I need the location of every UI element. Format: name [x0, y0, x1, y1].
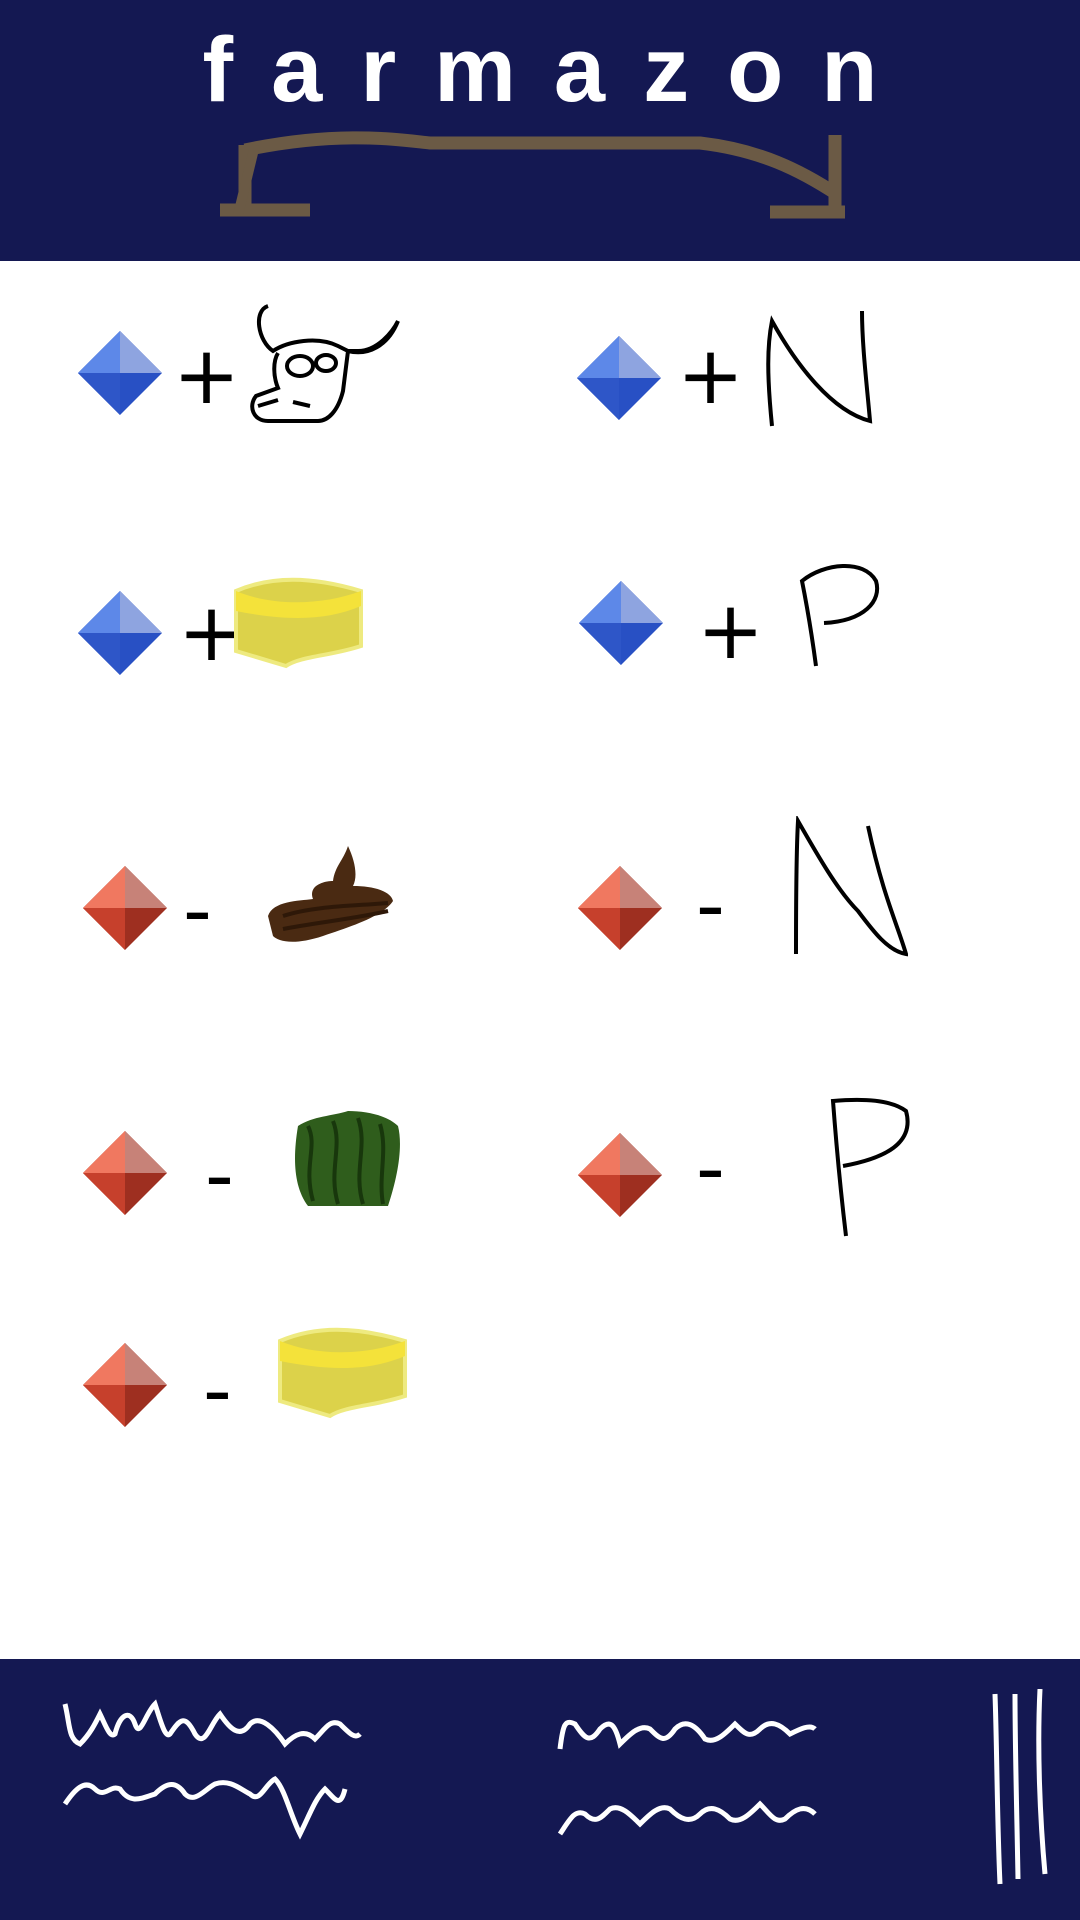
letter-n-icon — [794, 816, 908, 957]
red-gem-icon — [578, 1133, 662, 1217]
cow-head-icon — [250, 304, 400, 423]
minus-sign: - — [696, 859, 725, 952]
menu-lines-icon[interactable] — [985, 1689, 1055, 1889]
green-crop-icon — [295, 1111, 400, 1206]
grid-item-phosphorus-minus[interactable]: - — [578, 1097, 998, 1251]
minus-sign: - — [203, 1344, 232, 1437]
scribble-text-icon[interactable] — [60, 1694, 370, 1854]
scribble-text-icon[interactable] — [555, 1704, 825, 1849]
grid-item-yellow-block-minus[interactable]: - — [83, 1301, 503, 1451]
minus-sign: - — [183, 864, 212, 957]
yellow-block-icon — [234, 577, 363, 669]
grid-item-manure[interactable]: - — [83, 826, 503, 976]
blue-gem-icon — [78, 591, 162, 675]
blue-gem-icon — [579, 581, 663, 665]
plus-sign: + — [697, 584, 765, 677]
manure-pile-icon — [268, 846, 393, 942]
yellow-block-icon — [278, 1327, 407, 1419]
blue-gem-icon — [78, 331, 162, 415]
plus-sign: + — [677, 329, 745, 422]
grid-item-cow[interactable]: + — [78, 301, 498, 451]
plus-sign: + — [178, 586, 246, 679]
letter-p-icon — [799, 564, 880, 667]
grid-item-nitrogen-plus[interactable]: + — [577, 306, 997, 456]
letter-p-icon — [830, 1097, 910, 1237]
letter-n-icon — [766, 310, 873, 427]
footer-bar — [0, 1659, 1080, 1920]
grid-item-crop[interactable]: - — [83, 1091, 503, 1241]
minus-sign: - — [205, 1129, 234, 1222]
minus-sign: - — [696, 1122, 725, 1215]
grid-item-phosphorus-plus[interactable]: + — [579, 561, 999, 711]
red-gem-icon — [83, 1131, 167, 1215]
benefits-grid: + + - — [0, 261, 1080, 1659]
red-gem-icon — [83, 866, 167, 950]
red-gem-icon — [578, 866, 662, 950]
plus-sign: + — [173, 329, 241, 422]
header-bar: farmazon — [0, 0, 1080, 261]
blue-gem-icon — [577, 336, 661, 420]
app-title: farmazon — [202, 19, 916, 121]
grid-item-nitrogen-minus[interactable]: - — [578, 816, 998, 966]
curved-double-arrow-icon — [220, 131, 845, 219]
grid-item-yellow-block[interactable]: + — [78, 561, 498, 711]
red-gem-icon — [83, 1343, 167, 1427]
